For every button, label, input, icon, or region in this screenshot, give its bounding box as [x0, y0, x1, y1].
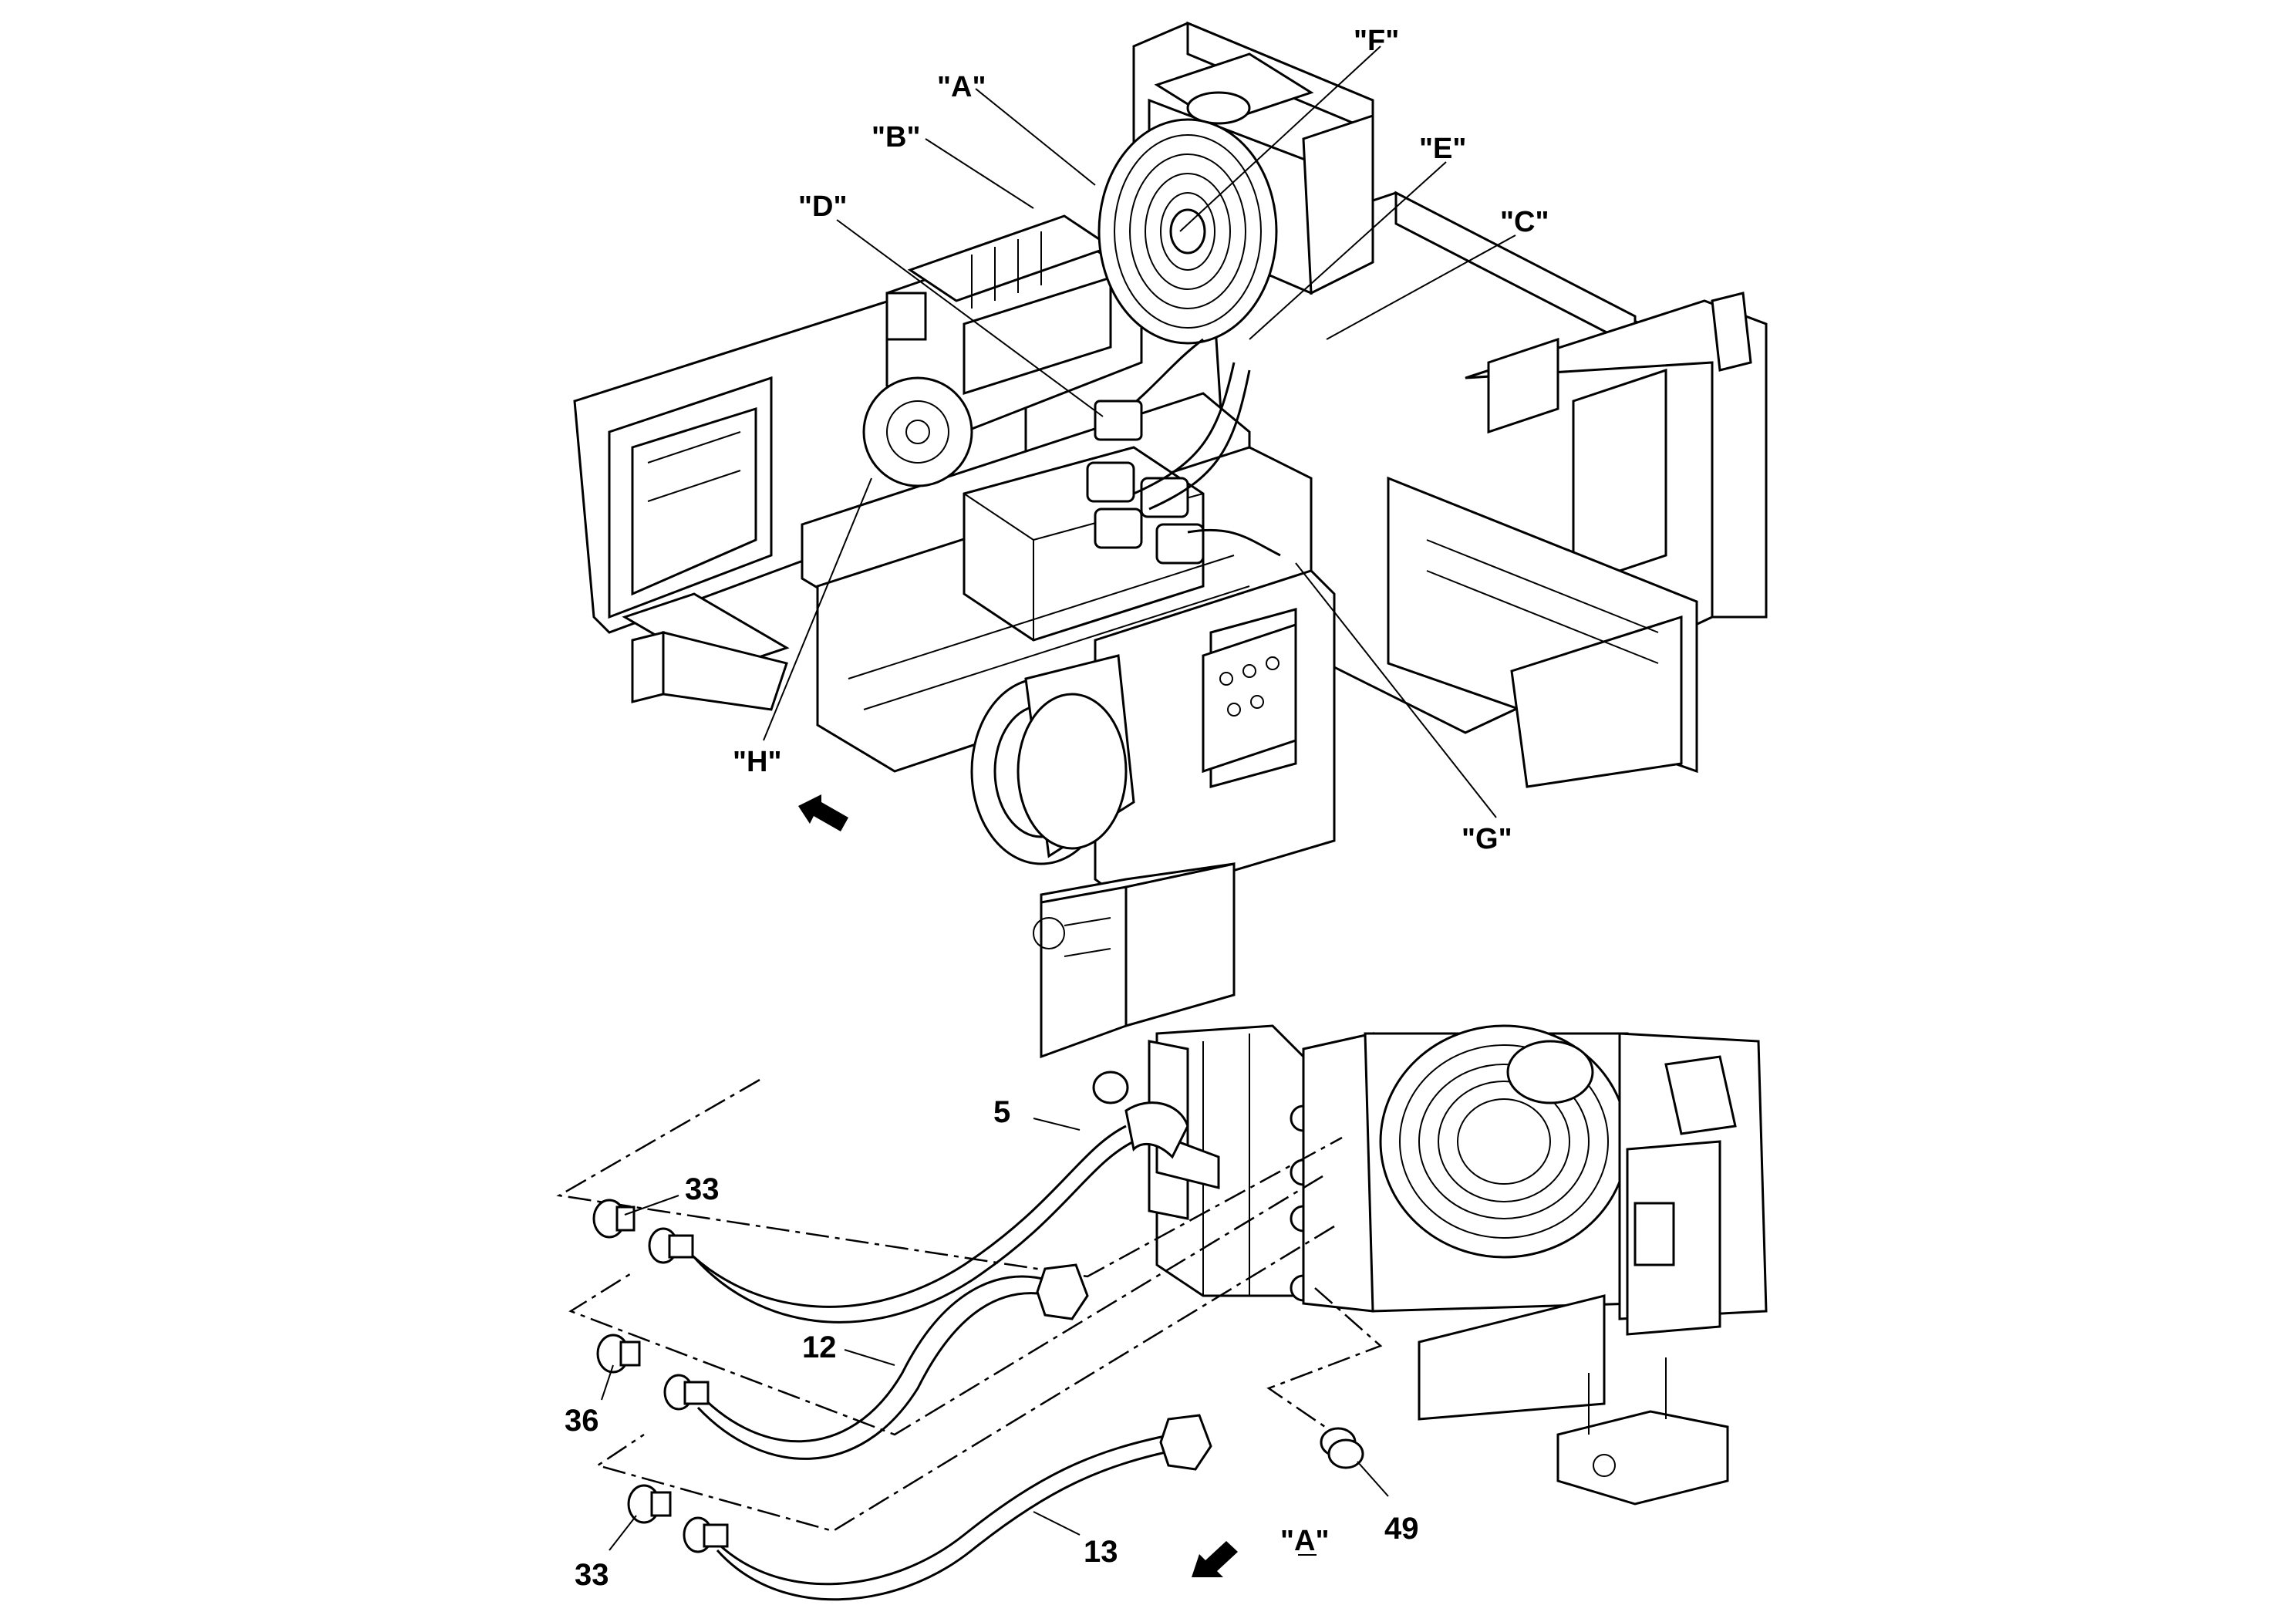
- engine-bracket: [1556, 1032, 1768, 1506]
- cooling-fan-icon: [1097, 118, 1278, 345]
- hose-12: [693, 1263, 1089, 1460]
- travel-direction-arrow-icon: [798, 794, 848, 831]
- hose-13: [708, 1414, 1212, 1601]
- fitting-33-lower: [627, 1484, 729, 1553]
- callout-e: "E": [1419, 133, 1466, 165]
- detail-view-label: "A": [1280, 1525, 1329, 1557]
- part-number-36: 36: [565, 1404, 599, 1438]
- part-number-33-lower: 33: [575, 1558, 609, 1592]
- hydraulic-pumps: [1086, 338, 1281, 565]
- callout-d: "D": [798, 191, 847, 223]
- callout-h: "H": [733, 746, 781, 778]
- hose-5: [677, 1071, 1189, 1324]
- machine-overview-illustration: "A" "B" "C" "D" "E" "F" "G" "H": [573, 21, 1768, 1059]
- detail-view-a: 5 33 12 36 13 33 49 "A": [556, 1024, 1768, 1601]
- right-frame: [1209, 191, 1768, 788]
- cooler-core: [1148, 1024, 1374, 1313]
- callout-b: "B": [872, 121, 920, 153]
- fitting-36: [596, 1334, 710, 1411]
- engine-block: [862, 214, 1143, 487]
- fitting-33-upper: [592, 1199, 694, 1264]
- callout-g: "G": [1462, 823, 1512, 855]
- callout-leader-lines: [763, 46, 1516, 818]
- part-leader-lines: [601, 1118, 1389, 1551]
- travel-direction-arrow-lower-icon: [1192, 1541, 1238, 1577]
- part-number-13: 13: [1084, 1535, 1118, 1569]
- assembly-phantom-lines: [556, 1078, 1383, 1533]
- plug-49: [1320, 1427, 1364, 1469]
- fan-shroud: [1364, 1024, 1637, 1421]
- part-number-5: 5: [993, 1095, 1010, 1129]
- part-number-33-upper: 33: [685, 1172, 720, 1206]
- part-number-49: 49: [1384, 1512, 1419, 1546]
- callout-a: "A": [937, 71, 986, 103]
- drum-hub: [970, 654, 1135, 949]
- control-box: [1202, 622, 1297, 774]
- callout-f: "F": [1354, 25, 1399, 57]
- callout-c: "C": [1500, 206, 1549, 238]
- part-number-12: 12: [802, 1330, 837, 1364]
